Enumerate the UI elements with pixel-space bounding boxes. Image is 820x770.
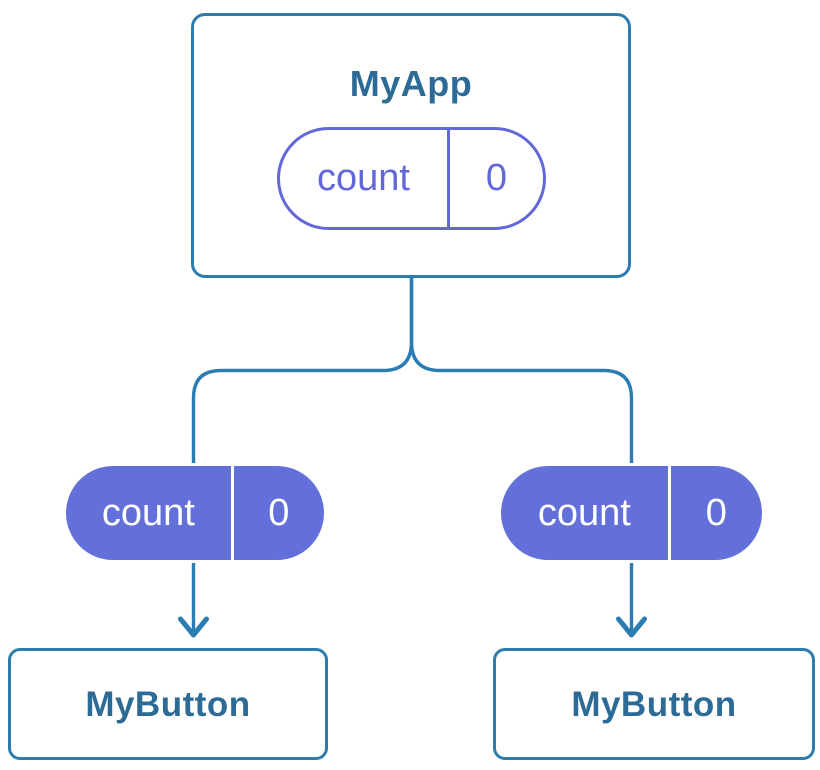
state-value: 0 [485, 157, 508, 199]
component-title: MyButton [85, 684, 251, 724]
state-value: 0 [268, 491, 290, 534]
arrow-down-icon [616, 616, 647, 638]
state-label: count [501, 466, 671, 560]
state-value: 0 [705, 491, 727, 534]
state-pill-left: count 0 [63, 463, 327, 563]
state-pill-right: count 0 [498, 463, 765, 563]
state-pill-myapp: count 0 [276, 127, 546, 230]
component-card-mybutton-left: MyButton [8, 648, 328, 760]
component-title: MyApp [349, 63, 473, 104]
state-label: count [66, 466, 234, 560]
component-card-myapp: MyApp count 0 [191, 13, 631, 278]
component-title: MyButton [571, 684, 737, 724]
state-label: count [280, 130, 451, 227]
arrow-down-icon [178, 616, 209, 638]
component-card-mybutton-right: MyButton [493, 648, 815, 760]
branch-right-line [409, 278, 634, 633]
branch-left-line [191, 278, 414, 633]
